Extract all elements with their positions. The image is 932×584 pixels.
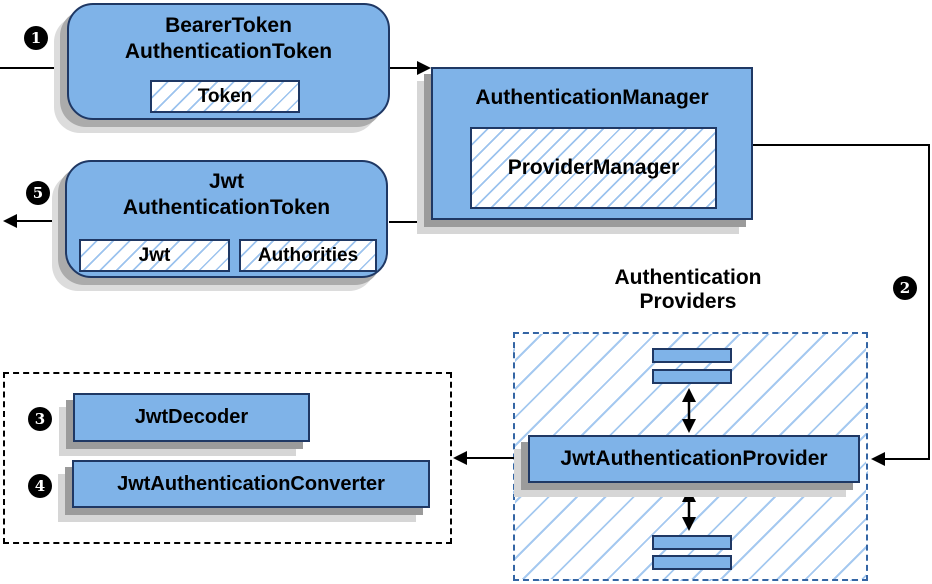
arrowhead-out-left: [3, 214, 17, 228]
provider-manager-field: ProviderManager: [470, 127, 717, 209]
arrowhead-into-decoder-group: [453, 451, 467, 465]
providers-label-line2: Providers: [639, 290, 737, 313]
jwt-authentication-token-title: Jwt AuthenticationToken: [123, 169, 330, 221]
authentication-manager-node: AuthenticationManager ProviderManager: [431, 67, 753, 220]
step-5-badge: 5: [26, 181, 50, 205]
jwt-authentication-converter-node: JwtAuthenticationConverter: [72, 460, 430, 508]
step-1-badge: 1: [24, 26, 48, 50]
step-4-badge: 4: [28, 474, 52, 498]
up-arrowhead-top: [682, 388, 696, 402]
other-provider-rect-top-1: [652, 348, 732, 363]
step-2-badge: 2: [893, 276, 917, 300]
jwt-field: Jwt: [79, 239, 230, 272]
jwt-token-title-line1: Jwt: [208, 170, 244, 193]
other-provider-rect-top-2: [652, 369, 732, 384]
authentication-manager-title: AuthenticationManager: [475, 86, 709, 109]
providers-label-line1: Authentication: [614, 266, 762, 289]
other-provider-rect-bottom-1: [652, 535, 732, 550]
jwt-token-title-line2: AuthenticationToken: [122, 196, 331, 219]
jwt-authentication-provider-node: JwtAuthenticationProvider: [528, 435, 860, 483]
bearer-token-authentication-token-node: BearerToken AuthenticationToken Token: [67, 3, 390, 120]
jwt-authentication-token-node: Jwt AuthenticationToken Jwt Authorities: [65, 160, 388, 278]
down-arrowhead-top: [682, 488, 696, 502]
manager-to-provider-line: [753, 144, 930, 460]
up-arrowhead-bottom: [682, 419, 696, 433]
arrowhead-into-provider: [871, 452, 885, 466]
authentication-providers-label: Authentication Providers: [563, 266, 813, 314]
token-field: Token: [150, 80, 300, 113]
step-3-badge: 3: [28, 407, 52, 431]
bearer-token-title-line1: BearerToken: [165, 14, 292, 37]
bearer-token-title-line2: AuthenticationToken: [124, 40, 333, 63]
authorities-field: Authorities: [239, 239, 377, 272]
jwt-decoder-node: JwtDecoder: [73, 393, 310, 442]
other-provider-rect-bottom-2: [652, 555, 732, 570]
bearer-token-node-title: BearerToken AuthenticationToken: [125, 13, 332, 65]
down-arrowhead-bottom: [682, 517, 696, 531]
arrowhead-into-manager: [417, 61, 431, 75]
